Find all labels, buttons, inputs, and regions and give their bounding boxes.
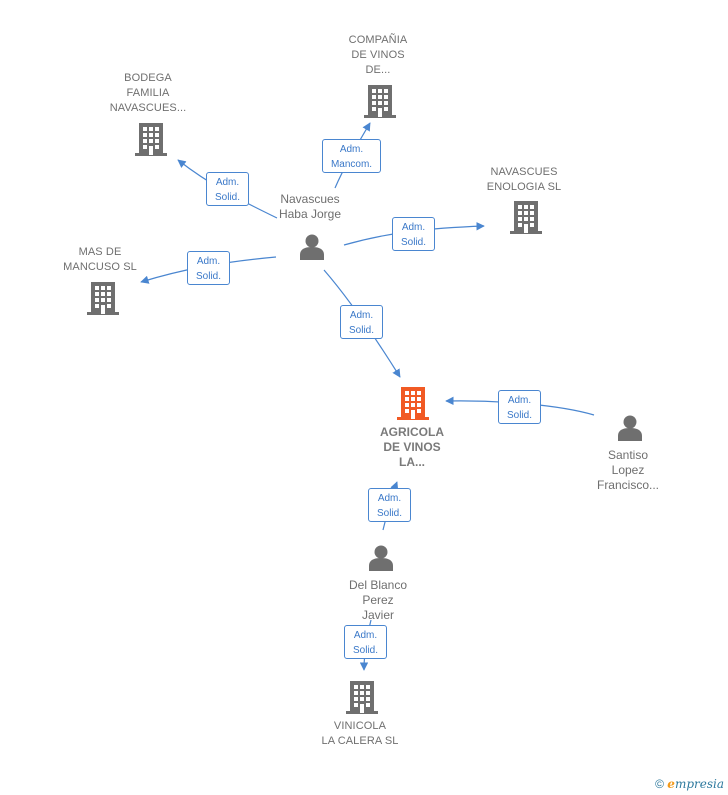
agricola-label[interactable]: AGRICOLA DE VINOS LA... [380, 425, 444, 469]
mas-de-mancuso-building-icon[interactable] [87, 282, 119, 315]
del-blanco-person-icon[interactable] [369, 545, 393, 572]
santiso-person-icon[interactable] [618, 415, 642, 442]
agricola-building-icon[interactable] [397, 387, 429, 420]
edge-badge-agricola-navascues[interactable]: Adm. Solid. [340, 305, 383, 339]
copyright-icon: © [655, 777, 664, 791]
edge-badge-bodega[interactable]: Adm. Solid. [206, 172, 249, 206]
vinicola-label[interactable]: VINICOLA LA CALERA SL [321, 720, 399, 747]
edge-badge-navascues-enologia[interactable]: Adm. Solid. [392, 217, 435, 251]
navascues-enologia-label[interactable]: NAVASCUES ENOLOGIA SL [486, 166, 562, 193]
mas-de-mancuso-label[interactable]: MAS DE MANCUSO SL [63, 246, 137, 273]
compania-label[interactable]: COMPAÑIA DE VINOS DE... [348, 34, 408, 76]
vinicola-building-icon[interactable] [346, 681, 378, 714]
navascues-enologia-building-icon[interactable] [510, 201, 542, 234]
bodega-building-icon[interactable] [135, 123, 167, 156]
brand-logo-text: mpresia [674, 777, 724, 791]
santiso-label[interactable]: Santiso Lopez Francisco... [596, 448, 659, 492]
edge-badge-vinicola[interactable]: Adm. Solid. [344, 625, 387, 659]
navascues-person-icon[interactable] [300, 234, 324, 261]
edge-badge-agricola-santiso[interactable]: Adm. Solid. [498, 390, 541, 424]
del-blanco-label[interactable]: Del Blanco Perez Javier [348, 578, 408, 622]
edge-badge-compania[interactable]: Adm. Mancom. [322, 139, 381, 173]
bodega-label[interactable]: BODEGA FAMILIA NAVASCUES... [109, 72, 187, 114]
footer-brand[interactable]: © empresia [655, 777, 724, 791]
navascues-person-label[interactable]: Navascues Haba Jorge [278, 192, 342, 221]
compania-building-icon[interactable] [364, 85, 396, 118]
edge-badge-agricola-del-blanco[interactable]: Adm. Solid. [368, 488, 411, 522]
brand-logo-e: e [667, 777, 675, 791]
edge-badge-mas-de-mancuso[interactable]: Adm. Solid. [187, 251, 230, 285]
